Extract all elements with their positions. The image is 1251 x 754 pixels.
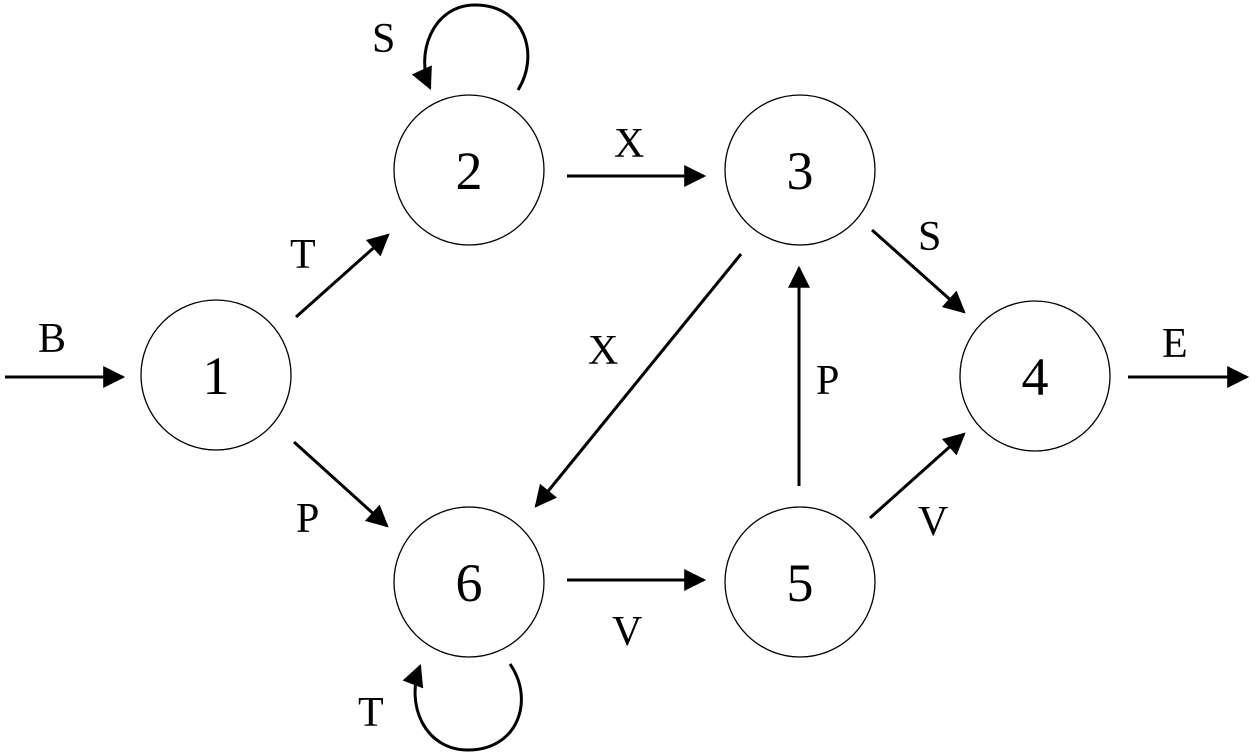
node-3: 3	[724, 94, 876, 246]
edge-5-3: P	[788, 265, 839, 486]
node-6: 6	[393, 506, 545, 658]
node-5: 5	[724, 506, 876, 658]
edge-2-2-loop: S	[372, 3, 530, 91]
edge-label-X-diagonal: X	[588, 328, 618, 374]
edge-label-P-vertical: P	[816, 358, 839, 404]
edge-label-V-diagonal: V	[918, 499, 948, 545]
edge-label-B: B	[38, 316, 66, 362]
edge-2-3: X	[567, 121, 707, 187]
edge-4-end: E	[1128, 321, 1250, 388]
edge-label-X-top: X	[614, 121, 644, 167]
edge-label-E: E	[1162, 321, 1188, 367]
node-1: 1	[140, 299, 292, 451]
node-2: 2	[393, 94, 545, 246]
node-label-6: 6	[456, 553, 483, 613]
node-label-2: 2	[456, 141, 483, 201]
edge-label-T-loop: T	[358, 690, 384, 736]
edge-start-1: B	[5, 316, 126, 388]
node-label-4: 4	[1022, 347, 1049, 407]
edge-label-S: S	[918, 214, 941, 260]
edge-1-2: T	[290, 232, 390, 319]
edge-label-V-bottom: V	[612, 609, 642, 655]
edge-label-P: P	[296, 496, 319, 542]
edge-3-4: S	[871, 214, 966, 314]
edge-6-6-loop: T	[358, 663, 523, 752]
edge-label-S-loop: S	[372, 16, 395, 62]
edge-3-6: X	[534, 253, 743, 508]
node-label-5: 5	[787, 553, 814, 613]
edge-5-4: V	[869, 432, 966, 545]
node-label-3: 3	[787, 141, 814, 201]
edge-1-6: P	[292, 440, 389, 542]
node-4: 4	[959, 300, 1111, 452]
node-label-1: 1	[203, 346, 230, 406]
edge-label-T: T	[290, 232, 316, 278]
edge-6-5: V	[567, 569, 707, 655]
